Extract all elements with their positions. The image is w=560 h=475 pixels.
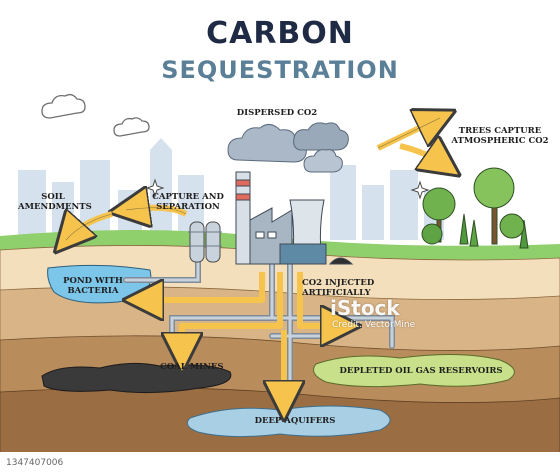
- stock-id: 1347407006: [6, 458, 64, 468]
- label-capture-separation: CAPTURE AND SEPARATION: [152, 192, 224, 212]
- label-soil-amendments: SOIL AMENDMENTS: [18, 192, 92, 212]
- cloud-icon: [41, 93, 150, 137]
- smoke-cloud-icon: [227, 122, 349, 173]
- label-deep-aquifers: DEEP AQUIFERS: [254, 416, 336, 426]
- watermark: iStock Credit: VectorMine: [330, 296, 550, 336]
- label-depleted-reservoirs: DEPLETED OIL GAS RESERVOIRS: [339, 366, 503, 376]
- title-line-2: SEQUESTRATION: [161, 56, 399, 84]
- watermark-brand: iStock: [330, 296, 400, 320]
- power-plant: [235, 171, 354, 265]
- label-trees-capture: TREES CAPTURE ATMOSPHERIC CO2: [451, 126, 549, 146]
- trees: [421, 167, 529, 249]
- title-line-1: CARBON: [206, 16, 354, 51]
- footer-strip: [0, 452, 560, 475]
- label-coal-mines: COAL MINES: [160, 362, 224, 372]
- label-dispersed-co2: DISPERSED CO2: [236, 108, 318, 118]
- watermark-credit: Credit: VectorMine: [332, 320, 416, 330]
- oil-gas-reservoir: [313, 353, 515, 388]
- label-co2-injected: CO2 INJECTED ARTIFICIALLY: [302, 278, 375, 298]
- storage-tanks: [188, 221, 222, 263]
- label-pond-bacteria: POND WITH BACTERIA: [63, 276, 123, 296]
